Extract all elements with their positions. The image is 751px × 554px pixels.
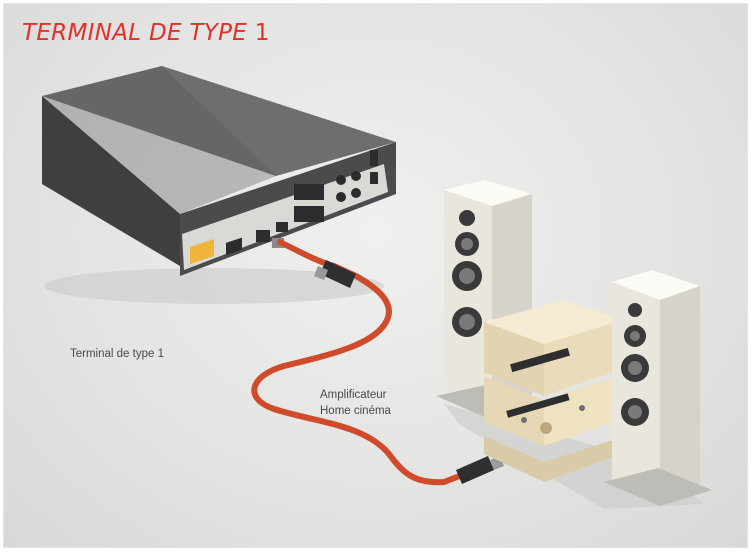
amplifier-label: Amplificateur Home cinéma	[320, 387, 391, 419]
diagram-title: TERMINAL DE TYPE 1	[22, 20, 270, 46]
cable-plug-bottom-icon	[456, 456, 504, 484]
amplifier-label-line1: Amplificateur	[320, 389, 387, 401]
optical-cable-icon	[251, 239, 473, 486]
title-text: TERMINAL DE TYPE	[22, 20, 248, 46]
title-number: 1	[254, 20, 270, 46]
amplifier-icon	[484, 300, 632, 482]
connection-illustration	[42, 66, 712, 509]
right-speaker-icon	[604, 270, 712, 506]
terminal-box-icon	[42, 66, 396, 276]
amplifier-label-line2: Home cinéma	[320, 405, 391, 417]
cable-plug-top-icon	[314, 260, 356, 288]
diagram-frame: TERMINAL DE TYPE 1	[3, 3, 748, 548]
terminal-shadow-icon	[44, 268, 384, 304]
terminal-label: Terminal de type 1	[70, 348, 164, 360]
